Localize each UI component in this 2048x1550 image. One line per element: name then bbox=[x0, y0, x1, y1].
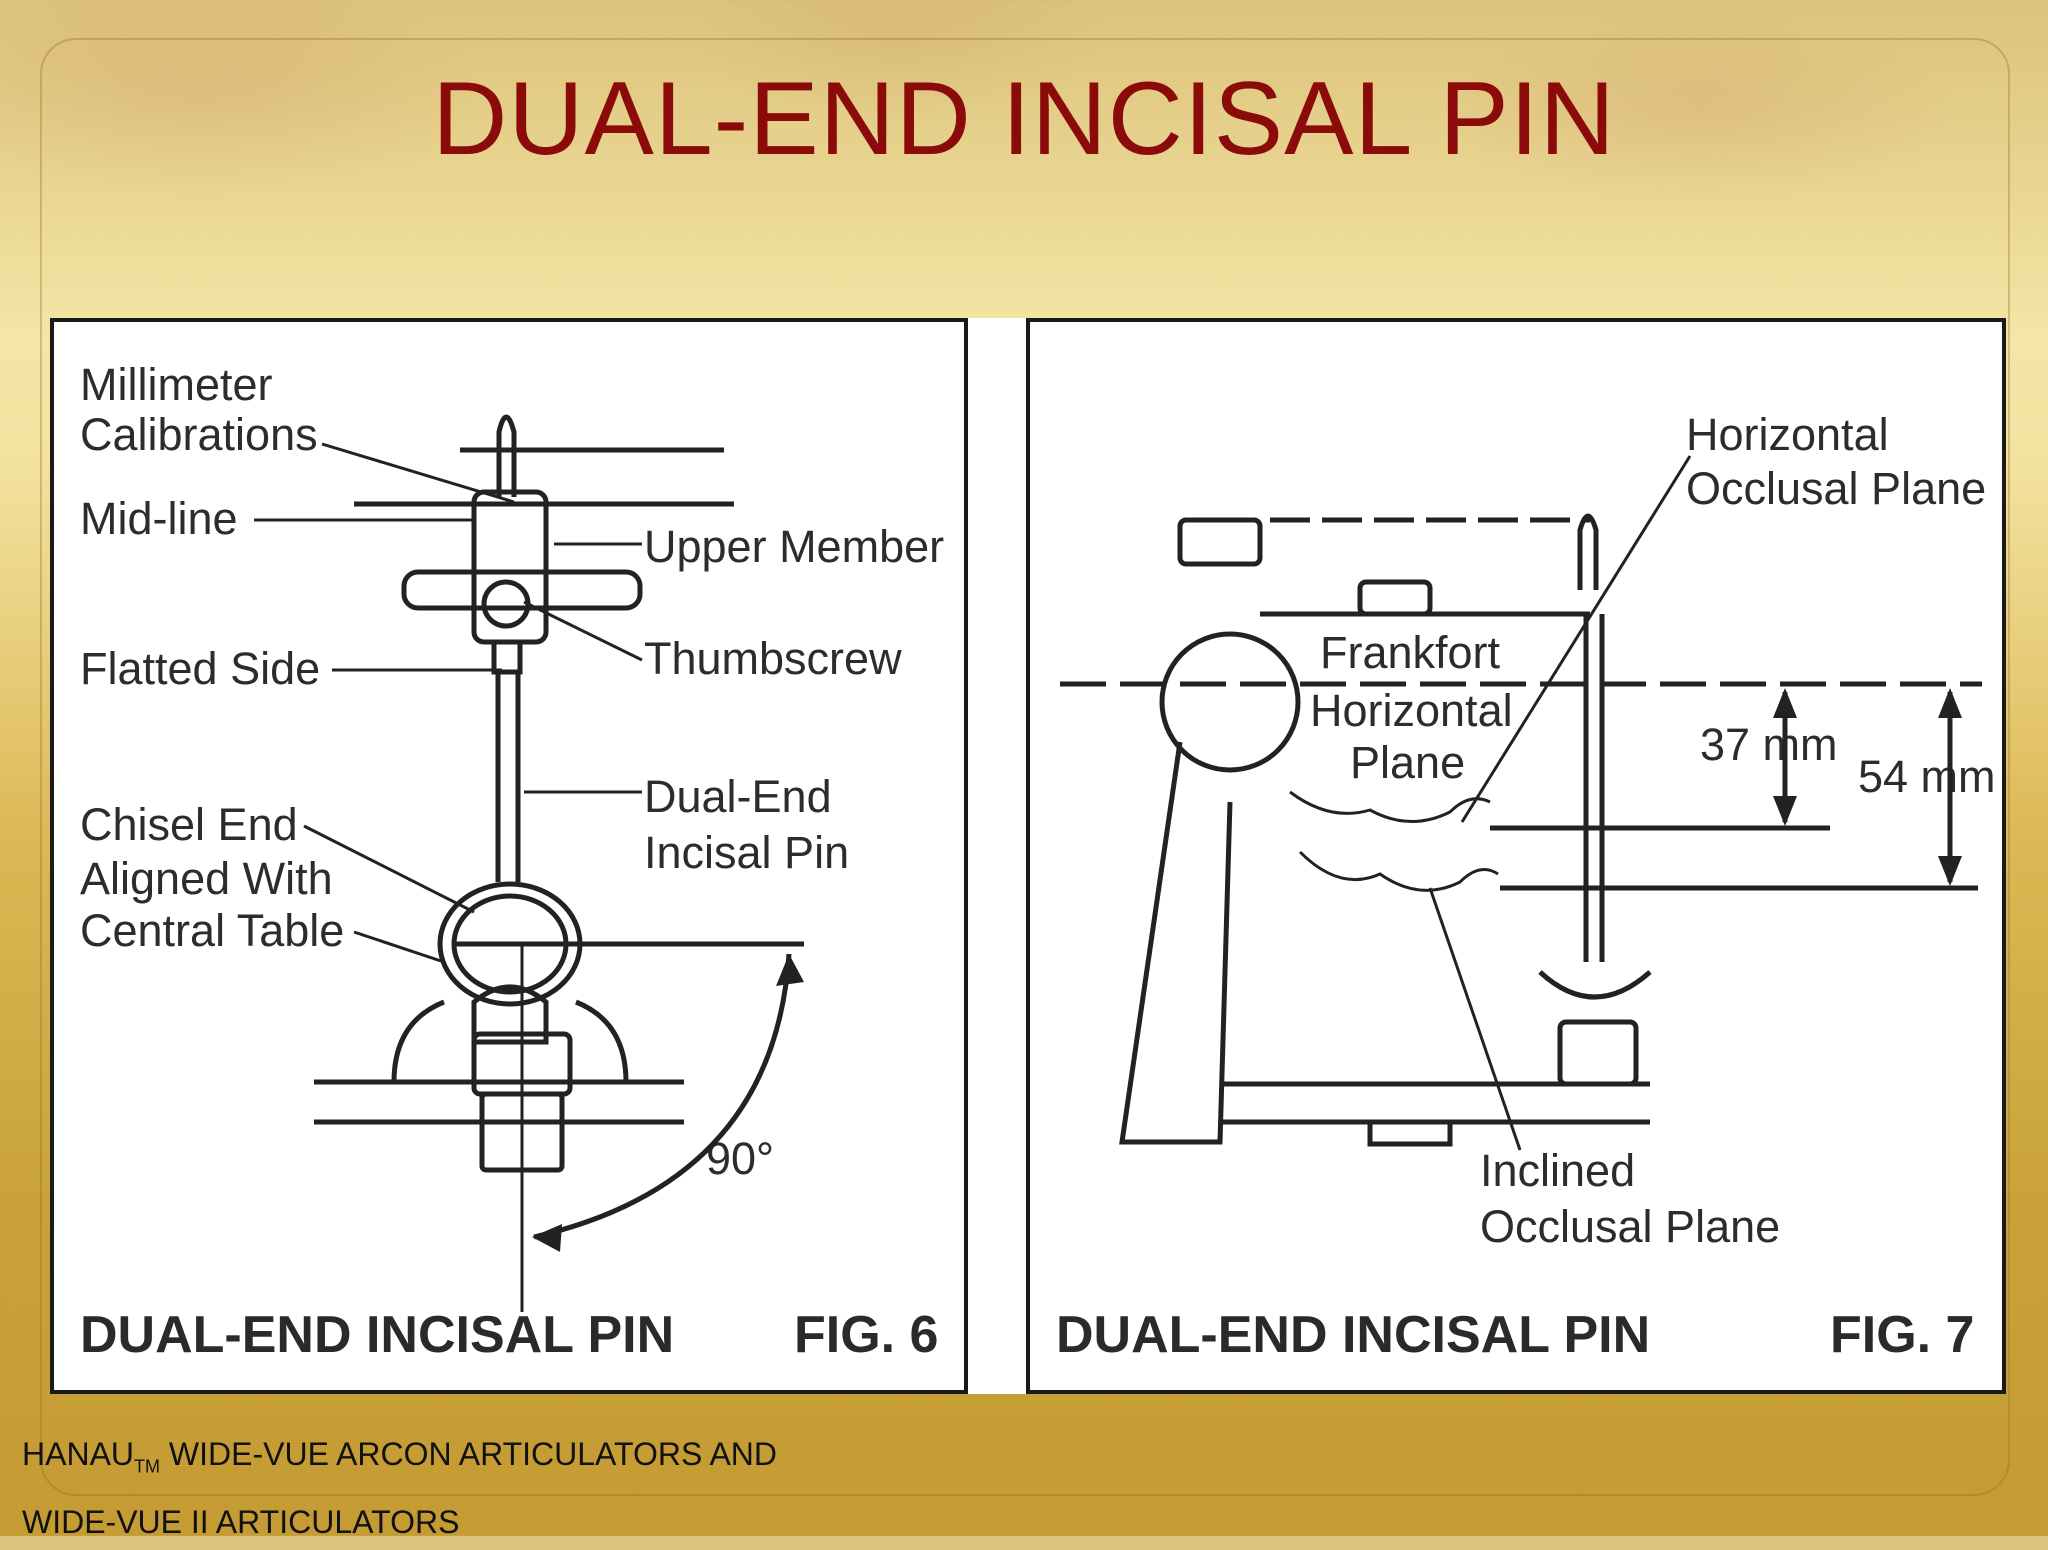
slide-frame bbox=[40, 38, 2010, 1496]
angle-arc bbox=[533, 953, 792, 1240]
footer-brand: HANAU bbox=[22, 1436, 135, 1472]
slide-title: DUAL-END INCISAL PIN bbox=[432, 61, 1616, 177]
incisal-guide-table bbox=[1538, 970, 1652, 1000]
pin-tip bbox=[496, 414, 517, 497]
fig-7-label: FIG. 7 bbox=[1830, 1306, 1974, 1364]
dim-54-arrow-bottom bbox=[1938, 856, 1962, 886]
label-incisal-pin: Incisal Pin bbox=[644, 827, 849, 878]
figure-7-panel: Horizontal Occlusal Plane Frankfort Hori… bbox=[1026, 318, 2006, 1394]
label-occlusal-plane: Occlusal Plane bbox=[1686, 463, 1986, 514]
incisal-table-base bbox=[1557, 1019, 1639, 1087]
label-dual-end: Dual-End bbox=[644, 771, 832, 822]
label-aligned-with: Aligned With bbox=[80, 853, 333, 904]
rear-post bbox=[1119, 741, 1233, 1145]
label-midline: Mid-line bbox=[80, 493, 238, 544]
fig-6-label: FIG. 6 bbox=[794, 1306, 938, 1364]
dimension-37mm: 37 mm bbox=[1700, 719, 1838, 770]
upper-knob bbox=[1357, 579, 1433, 617]
lower-teeth bbox=[1298, 850, 1499, 892]
label-occlusal-plane-2: Occlusal Plane bbox=[1480, 1201, 1780, 1252]
horizontal-occlusal-leader bbox=[1460, 455, 1692, 823]
condyle-knob bbox=[1177, 517, 1263, 567]
footer-line-2: WIDE-VUE II ARTICULATORS bbox=[22, 1504, 460, 1541]
dimension-54mm: 54 mm bbox=[1858, 751, 1996, 802]
upper-member-body bbox=[471, 489, 549, 645]
label-frankfort: Frankfort bbox=[1320, 627, 1501, 678]
label-upper-member: Upper Member bbox=[644, 521, 944, 572]
label-horizontal-2: Horizontal bbox=[1310, 685, 1513, 736]
arc-arrow-bottom bbox=[532, 1224, 562, 1252]
dim-37-arrow-bottom bbox=[1773, 796, 1797, 826]
incisal-pin-tip bbox=[1577, 513, 1599, 590]
panel-gap bbox=[968, 318, 1026, 1394]
label-inclined: Inclined bbox=[1480, 1145, 1635, 1196]
label-millimeter: Millimeter bbox=[80, 359, 273, 410]
condylar-element bbox=[1159, 631, 1301, 773]
footer-line-1: HANAUTM WIDE-VUE ARCON ARTICULATORS AND bbox=[22, 1426, 1022, 1494]
lower-foot bbox=[1367, 1119, 1453, 1147]
upper-member-arms bbox=[401, 569, 643, 611]
caption-right: DUAL-END INCISAL PIN bbox=[1056, 1306, 1650, 1364]
flatted-side bbox=[491, 639, 523, 675]
arc-arrow-top bbox=[776, 954, 804, 986]
label-chisel-end: Chisel End bbox=[80, 799, 298, 850]
leader-lines bbox=[254, 442, 643, 964]
figure-7-drawing: Horizontal Occlusal Plane Frankfort Hori… bbox=[1056, 409, 1996, 1364]
label-central-table: Central Table bbox=[80, 905, 344, 956]
figure-6-drawing: Millimeter Calibrations Mid-line Upper M… bbox=[80, 359, 944, 1364]
footer-line-1-rest: WIDE-VUE ARCON ARTICULATORS AND bbox=[160, 1436, 778, 1472]
inclined-occlusal-leader bbox=[1428, 887, 1522, 1151]
background-texture bbox=[0, 0, 2048, 300]
figure-6-panel: Millimeter Calibrations Mid-line Upper M… bbox=[50, 318, 968, 1394]
label-horizontal: Horizontal bbox=[1686, 409, 1889, 460]
footer-trademark: TM bbox=[134, 1456, 161, 1477]
label-plane: Plane bbox=[1350, 737, 1465, 788]
thumbscrew-circle bbox=[481, 579, 531, 629]
caption-left: DUAL-END INCISAL PIN bbox=[80, 1306, 674, 1364]
footer-credit: HANAUTM WIDE-VUE ARCON ARTICULATORS AND … bbox=[22, 1426, 1022, 1550]
label-thumbscrew: Thumbscrew bbox=[644, 633, 902, 684]
label-calibrations: Calibrations bbox=[80, 409, 318, 460]
label-flatted-side: Flatted Side bbox=[80, 643, 320, 694]
support-springs bbox=[391, 999, 629, 1083]
dim-37-arrow-top bbox=[1773, 688, 1797, 718]
upper-teeth bbox=[1289, 790, 1491, 823]
dim-54-arrow-top bbox=[1938, 688, 1962, 718]
